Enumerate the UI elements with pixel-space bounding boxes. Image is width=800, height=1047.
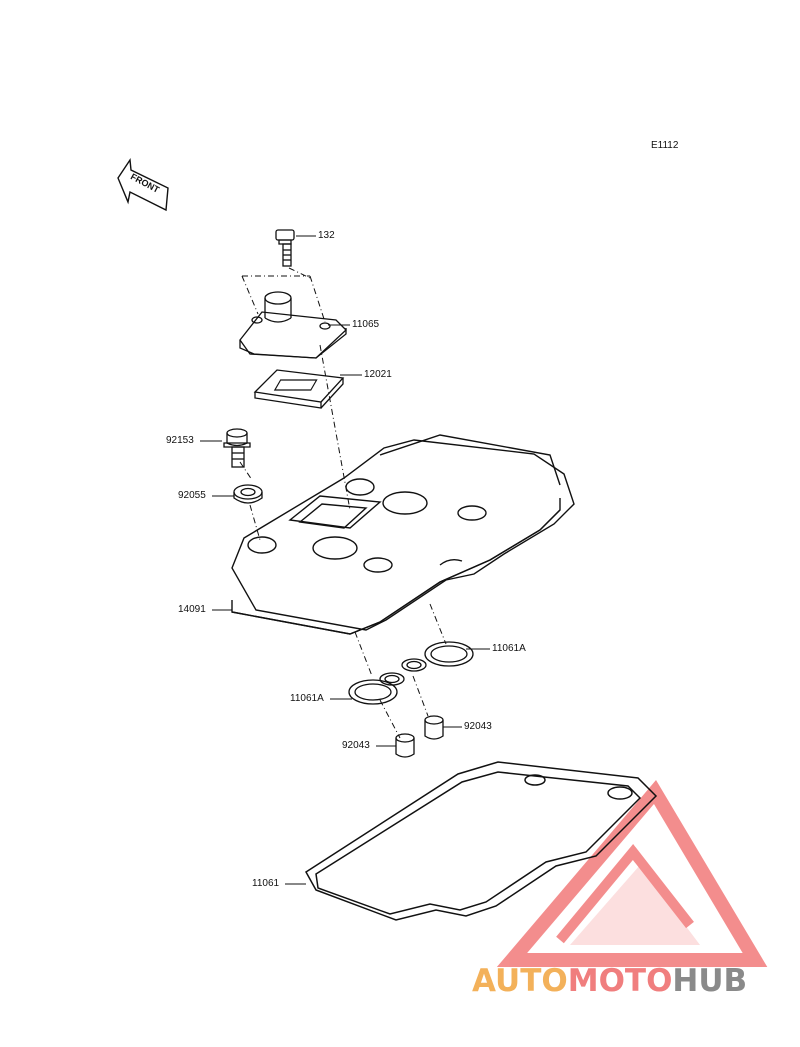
breather-plate-12021-icon — [253, 369, 345, 409]
part-label-92153[interactable]: 92153 — [166, 435, 194, 446]
front-arrow-label: FRONT — [129, 171, 162, 195]
cylinder-head-cover-14091-icon — [231, 434, 575, 635]
part-label-14091[interactable]: 14091 — [178, 604, 206, 615]
part-label-132[interactable]: 132 — [318, 230, 335, 241]
part-label-11065[interactable]: 11065 — [352, 319, 380, 330]
part-label-12021[interactable]: 12021 — [364, 369, 392, 380]
bolt-132-icon — [275, 229, 295, 267]
watermark-logo: AUTOMOTOHUB — [472, 966, 747, 997]
watermark-word-hub: HUB — [672, 963, 748, 999]
grommet-92055-icon — [233, 484, 263, 504]
front-arrow-icon: FRONT — [117, 157, 169, 212]
diagram-code: E1112 — [651, 140, 679, 151]
part-label-92043-right[interactable]: 92043 — [464, 721, 492, 732]
breather-cover-11065-icon — [239, 291, 347, 359]
part-label-92055[interactable]: 92055 — [178, 490, 206, 501]
dowel-pin-92043-left-icon — [395, 733, 415, 758]
dowel-pin-92043-right-icon — [424, 715, 444, 740]
part-label-11061A-right[interactable]: 11061A — [492, 643, 526, 654]
plug-gasket-11061A-right-icon — [401, 641, 474, 672]
head-cover-gasket-11061-icon — [305, 761, 658, 921]
watermark-word-auto: AUTO — [472, 963, 568, 999]
watermark-word-moto: MOTO — [567, 963, 673, 999]
part-label-11061A-left[interactable]: 11061A — [290, 693, 324, 704]
bolt-92153-icon — [223, 428, 251, 468]
part-label-11061[interactable]: 11061 — [252, 878, 280, 889]
watermark-triangle-icon — [496, 780, 768, 967]
part-label-92043-left[interactable]: 92043 — [342, 740, 370, 751]
plug-gasket-11061A-left-icon — [348, 672, 405, 705]
